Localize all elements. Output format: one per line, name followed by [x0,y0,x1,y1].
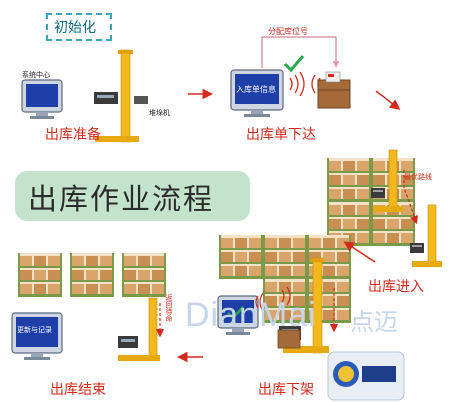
watermark-cn: 点迈 [350,308,398,336]
finish-crane [118,297,160,361]
page-title: 出库作业流程 [28,182,215,216]
enter-shelves [327,158,415,246]
return-wait-label: 返回待命 [165,294,173,322]
assign-location-label: 分配库位号 [268,27,308,36]
signal-waves-order [289,71,321,97]
step-prepare-label: 出库准备 [45,127,101,143]
init-label: 初始化 [54,20,96,36]
logo-badge [327,351,405,401]
prepare-stacker-crane [94,49,148,143]
title-background [15,171,250,221]
prepare-monitor [21,79,63,120]
step-order-label: 出库单下达 [246,127,316,143]
watermark-latin: DianMai [185,296,317,334]
arrow-enter-to-unload [343,241,376,263]
best-route-label: 最优路线 [404,173,432,181]
unload-box [277,329,301,349]
finish-shelves [18,253,166,297]
update-record-label: 更新与记录 [17,326,52,334]
check-icon [283,55,305,73]
step-unload-label: 出库下架 [258,382,314,398]
goods-box [317,71,351,109]
step-finish-label: 出库结束 [50,382,106,398]
arrow-order-to-enter [375,90,401,110]
order-monitor [230,69,284,117]
step-enter-label: 出库进入 [368,279,424,295]
stacker-label: 堆垛机 [149,109,170,117]
signal-waves-unload [255,286,291,312]
order-info-label: 入库单信息 [236,85,276,94]
system-center-label: 系统中心 [22,71,50,79]
init-box [46,13,112,41]
best-route-line [403,170,419,225]
assign-location-line [261,36,340,68]
unload-monitor [217,295,259,336]
finish-monitor [11,312,63,360]
